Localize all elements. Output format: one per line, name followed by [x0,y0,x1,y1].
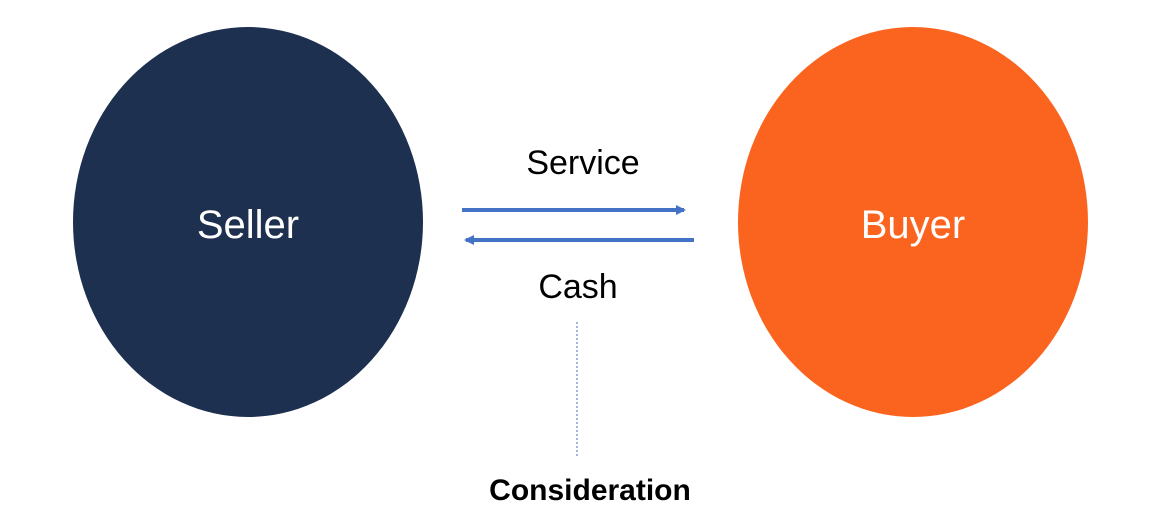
seller-node [73,27,423,417]
buyer-node [738,27,1088,417]
service-label: Service [526,144,639,182]
seller-label: Seller [197,203,299,247]
consideration-label: Consideration [489,474,691,507]
buyer-label: Buyer [861,203,966,247]
cash-label: Cash [538,268,617,306]
